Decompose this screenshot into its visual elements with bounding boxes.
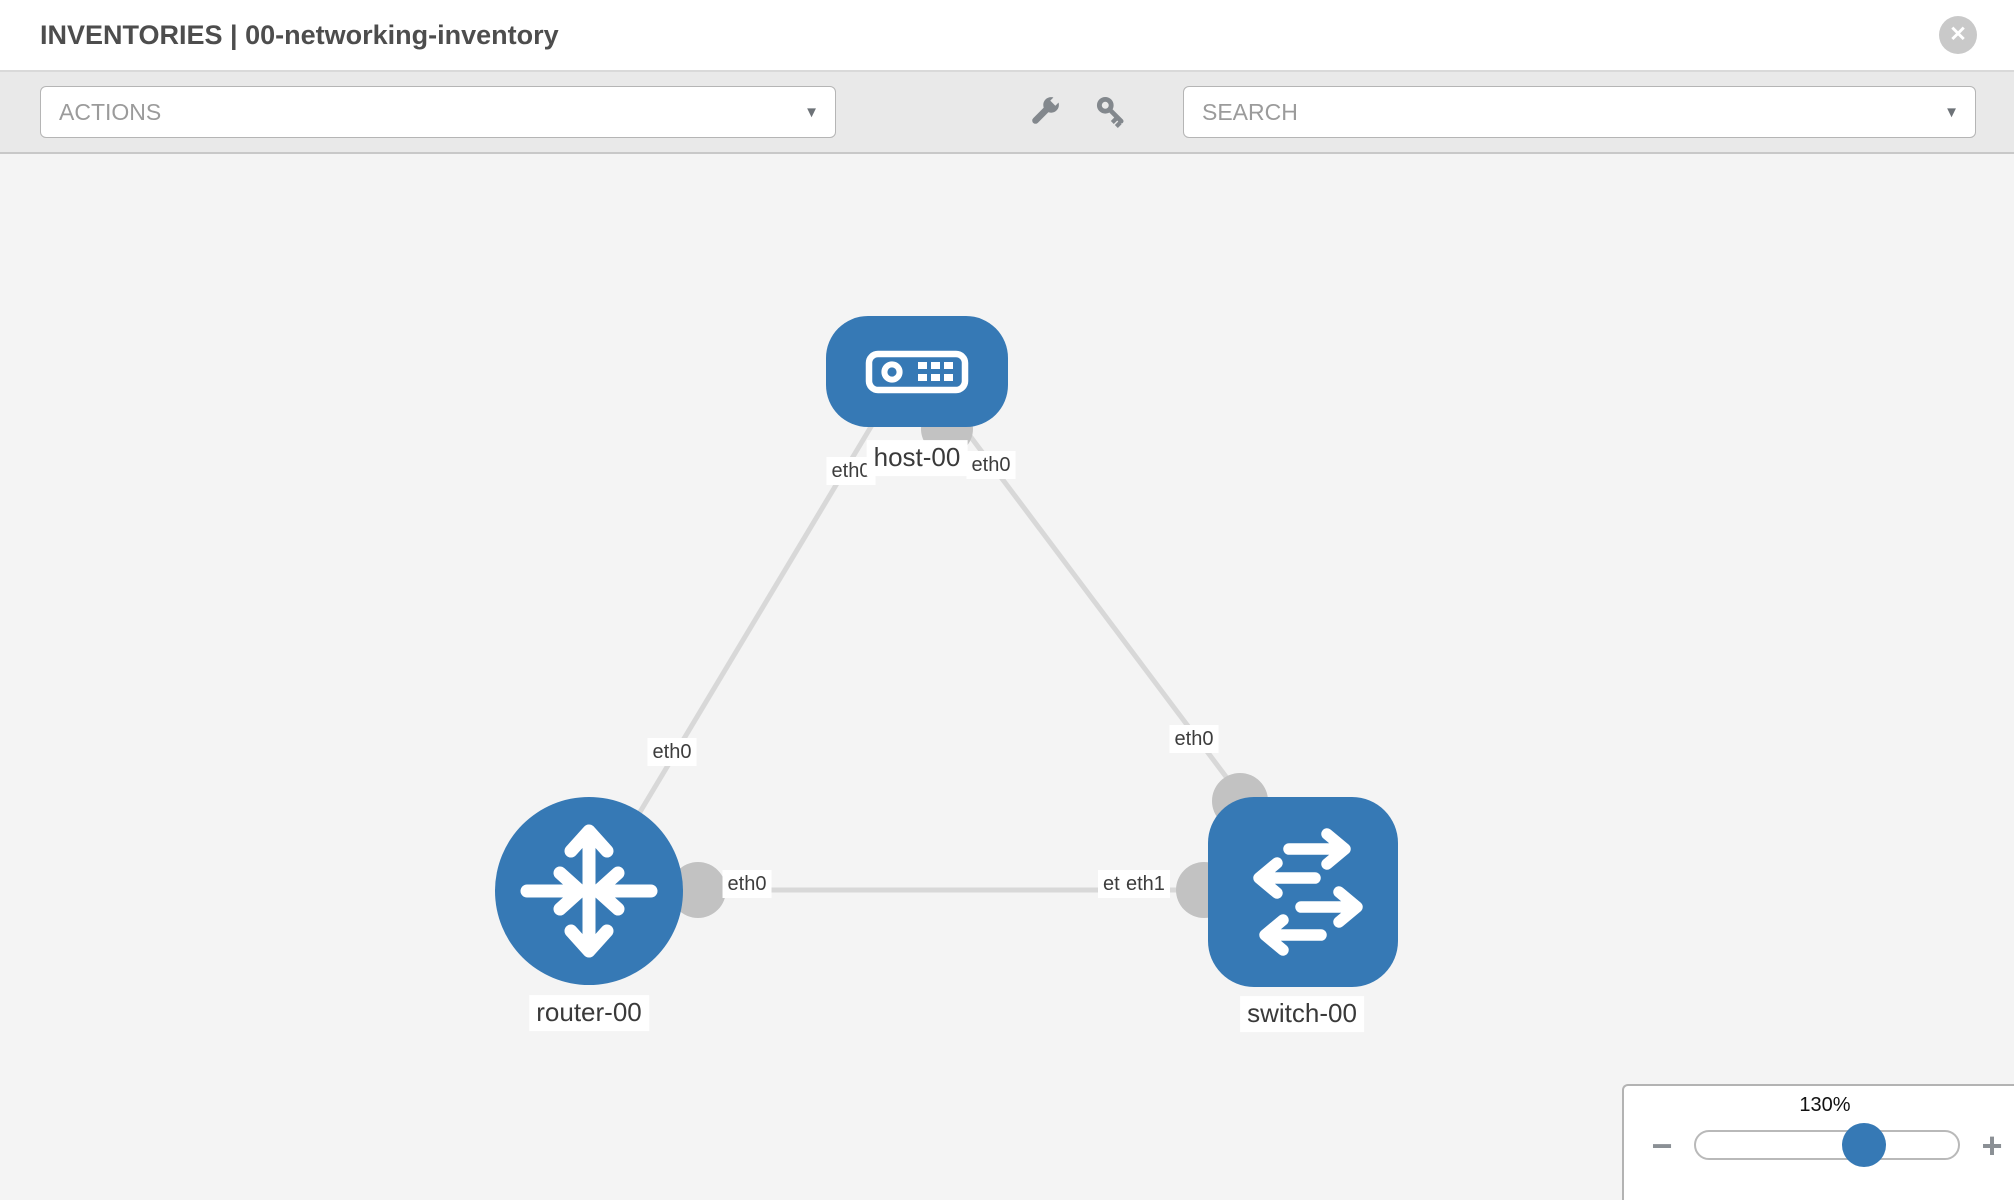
node-router-00[interactable] bbox=[495, 797, 683, 985]
interface-dot-group bbox=[670, 403, 1268, 918]
topology-canvas[interactable]: eth0 eth0 eth0 eth0 eth0 eth0 eth1 host-… bbox=[0, 154, 2014, 1200]
key-icon bbox=[1096, 96, 1124, 128]
minus-icon: − bbox=[1651, 1125, 1673, 1166]
zoom-level-value: 130% bbox=[1799, 1094, 1851, 1116]
topology-diagram bbox=[495, 316, 1398, 987]
page-title: INVENTORIES | 00-networking-inventory bbox=[40, 19, 559, 50]
chevron-down-icon: ▼ bbox=[1944, 103, 1959, 121]
router-icon bbox=[520, 824, 658, 958]
wrench-icon bbox=[1032, 95, 1061, 124]
actions-dropdown-label: ACTIONS bbox=[59, 98, 162, 125]
zoom-in-button[interactable]: + bbox=[1972, 1126, 2012, 1166]
search-dropdown[interactable]: SEARCH ▼ bbox=[1183, 86, 1976, 138]
switch-icon bbox=[1253, 828, 1363, 956]
tools-button[interactable] bbox=[1022, 90, 1066, 134]
credentials-button[interactable] bbox=[1090, 90, 1134, 134]
chevron-down-icon: ▼ bbox=[804, 103, 819, 121]
link-host-router[interactable] bbox=[619, 418, 878, 844]
close-button[interactable]: ✕ bbox=[1939, 16, 1977, 54]
link-group bbox=[619, 418, 1250, 893]
close-icon: ✕ bbox=[1949, 23, 1967, 46]
host-icon bbox=[865, 350, 969, 394]
search-dropdown-label: SEARCH bbox=[1202, 98, 1298, 125]
zoom-slider-handle[interactable] bbox=[1841, 1123, 1886, 1167]
interface-label: eth1 bbox=[1121, 870, 1170, 898]
node-switch-00[interactable] bbox=[1208, 797, 1398, 987]
zoom-out-button[interactable]: − bbox=[1642, 1126, 1682, 1166]
zoom-slider-track[interactable] bbox=[1694, 1123, 1960, 1167]
toolbar: ACTIONS ▼ SEAR bbox=[0, 72, 2014, 154]
node-host-00[interactable] bbox=[826, 316, 1008, 427]
node-label-router: router-00 bbox=[529, 995, 649, 1031]
zoom-control-panel: 130% − + bbox=[1622, 1084, 2014, 1200]
actions-dropdown[interactable]: ACTIONS ▼ bbox=[40, 86, 836, 138]
interface-label: eth0 bbox=[647, 738, 697, 766]
plus-icon: + bbox=[1981, 1125, 2003, 1166]
node-label-switch: switch-00 bbox=[1240, 996, 1364, 1032]
interface-label: eth0 bbox=[722, 870, 772, 898]
interface-label: eth0 bbox=[966, 451, 1016, 479]
interface-dot bbox=[670, 862, 726, 918]
interface-label: eth0 bbox=[1169, 725, 1219, 753]
node-label-host: host-00 bbox=[866, 440, 968, 476]
page-header: INVENTORIES | 00-networking-inventory ✕ bbox=[0, 0, 2014, 72]
